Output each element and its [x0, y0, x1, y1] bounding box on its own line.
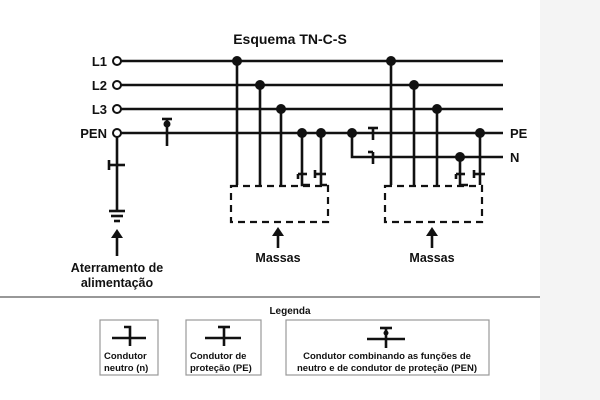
- label-n: N: [510, 150, 519, 165]
- legend-item-protection: Condutor de proteção (PE): [185, 319, 262, 376]
- legend-title: Legenda: [269, 306, 311, 317]
- massas-box-right: [383, 184, 484, 224]
- massas-box-left: [229, 184, 330, 224]
- arrow-up-icon: [111, 229, 123, 256]
- terminal-l3: [112, 104, 122, 114]
- protection-symbol-icon: [368, 126, 378, 140]
- arrow-up-icon: [272, 227, 284, 248]
- terminal-pen: [112, 128, 122, 138]
- ground-icon: [109, 209, 125, 223]
- grounding-label-line1: Aterramento de: [71, 261, 163, 275]
- line-n: [350, 133, 503, 159]
- label-l1: L1: [92, 54, 107, 69]
- legend-text: Condutor de: [190, 351, 246, 362]
- legend-text: neutro (n): [104, 363, 148, 374]
- label-pe: PE: [510, 126, 528, 141]
- neutral-symbol-icon: [368, 150, 375, 164]
- legend-text: neutro e de condutor de proteção (PEN): [297, 363, 477, 374]
- pen-symbol-icon: [162, 117, 172, 146]
- terminal-l1: [112, 56, 122, 66]
- massas-label-right: Massas: [409, 251, 454, 265]
- label-l3: L3: [92, 102, 107, 117]
- load-left: [229, 56, 330, 224]
- load-right: [347, 56, 485, 224]
- diagram-title: Esquema TN-C-S: [233, 31, 347, 47]
- massas-label-left: Massas: [255, 251, 300, 265]
- label-l2: L2: [92, 78, 107, 93]
- arrow-up-icon: [426, 227, 438, 248]
- grounding-label-line2: alimentação: [81, 276, 154, 290]
- legend-text: proteção (PE): [190, 363, 252, 374]
- grounding-branch: [107, 137, 125, 223]
- legend-text: Condutor combinando as funções de: [303, 351, 471, 362]
- legend-text: Condutor: [104, 351, 147, 362]
- legend-item-neutral: Condutor neutro (n): [99, 319, 159, 376]
- legend-item-pen: Condutor combinando as funções de neutro…: [285, 319, 490, 376]
- terminal-l2: [112, 80, 122, 90]
- label-pen: PEN: [80, 126, 107, 141]
